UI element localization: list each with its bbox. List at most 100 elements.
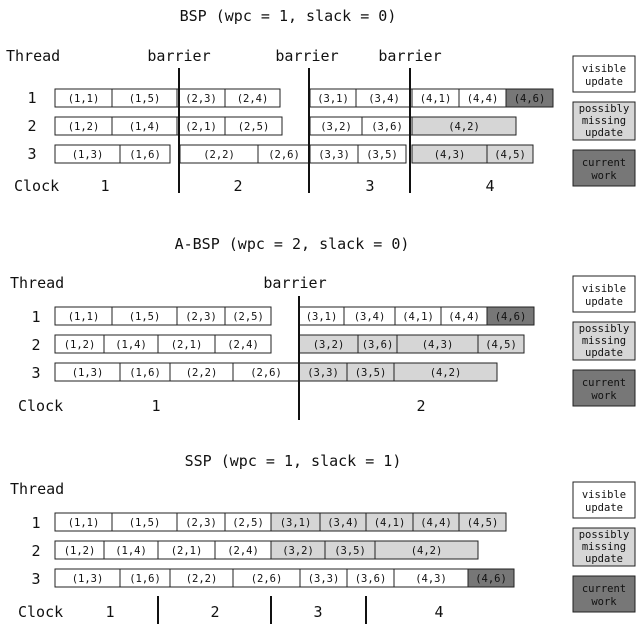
work-cell-label: (2,6) [268,149,300,161]
legend-visible-swatch [572,55,636,93]
legend-visible-swatch [572,275,636,313]
panel-title: SSP (wpc = 1, slack = 1) [185,452,402,470]
clock-value: 2 [233,177,242,195]
work-cell-missing [411,116,517,136]
work-cell-label: (4,1) [402,311,434,323]
work-cell-label: (1,1) [68,311,100,323]
legend-missing-text: possibly [579,323,630,335]
clock-value: 1 [100,177,109,195]
barrier-label: barrier [263,274,326,292]
work-cell-label: (1,4) [129,121,161,133]
legend: visible update possibly missing update c… [572,55,636,187]
work-cell-label: (1,1) [68,517,100,529]
work-cell-label: (4,4) [420,517,452,529]
work-cell-label: (4,4) [448,311,480,323]
legend: visible update possibly missing update c… [572,275,636,407]
work-cell-label: (1,6) [129,149,161,161]
work-cell-label: (4,6) [475,573,507,585]
thread-number: 3 [31,364,40,382]
work-cell-label: (3,3) [308,573,340,585]
work-cell-label: (2,4) [227,545,259,557]
work-cell-label: (2,3) [185,93,217,105]
work-cell-label: (4,2) [448,121,480,133]
thread-header: Thread [6,47,60,65]
panel-absp: A-BSP (wpc = 2, slack = 0) Thread barrie… [10,235,636,420]
work-cell-label: (1,1) [68,93,100,105]
work-cell-label: (4,3) [434,149,466,161]
legend-missing-text: update [585,553,623,565]
thread-number: 1 [27,89,36,107]
work-cell-label: (3,5) [334,545,366,557]
work-cell-label: (2,1) [171,339,203,351]
thread-number: 2 [31,336,40,354]
work-cell-label: (2,5) [238,121,270,133]
work-cell-label: (1,4) [115,339,147,351]
work-cell-label: (3,4) [354,311,386,323]
work-cell-label: (3,1) [317,93,349,105]
legend-current-text: work [591,596,617,608]
work-cell-label: (1,5) [129,311,161,323]
work-cell-label: (4,4) [467,93,499,105]
clock-label: Clock [18,603,63,621]
work-cell-label: (4,2) [411,545,443,557]
work-cell-label: (3,6) [355,573,387,585]
work-cell-label: (3,1) [280,517,312,529]
legend-current-text: work [591,390,617,402]
thread-rows: (1,1)(1,5)(2,3)(2,5)(3,1)(3,4)(4,1)(4,4)… [54,512,515,588]
work-cell-label: (3,3) [318,149,350,161]
work-cell-label: (4,6) [495,311,527,323]
clock-value: 4 [485,177,494,195]
work-cell-label: (4,1) [374,517,406,529]
work-cell-visible [224,116,283,136]
work-cell-label: (1,3) [72,573,104,585]
thread-header: Thread [10,274,64,292]
work-cell-label: (3,6) [371,121,403,133]
work-cell-label: (2,3) [185,517,217,529]
work-cell-label: (3,1) [306,311,338,323]
work-cell-label: (2,6) [251,573,283,585]
legend-current-text: current [582,583,626,595]
work-cell-missing [393,362,498,382]
work-cell-label: (3,2) [282,545,314,557]
thread-number: 2 [27,117,36,135]
work-cell-label: (1,2) [64,545,96,557]
work-cell-label: (1,3) [72,149,104,161]
legend-missing-text: possibly [579,529,630,541]
work-cell-label: (4,5) [485,339,517,351]
work-cell-label: (1,5) [129,517,161,529]
work-cell-label: (4,6) [514,93,546,105]
work-cell-current [505,88,554,108]
work-cell-label: (1,6) [129,367,161,379]
work-cell-missing [486,144,534,164]
panel-title: BSP (wpc = 1, slack = 0) [180,7,397,25]
work-cell-label: (4,1) [420,93,452,105]
legend-missing-swatch [572,321,636,361]
work-cell-label: (1,5) [129,93,161,105]
legend-visible-text: visible [582,283,626,295]
barrier-label: barrier [147,47,210,65]
legend-current-text: work [591,170,617,182]
work-cell-label: (2,6) [250,367,282,379]
legend-current-swatch [572,149,636,187]
thread-rows: (1,1)(1,5)(2,3)(2,4)(3,1)(3,4)(4,1)(4,4)… [54,88,554,164]
panel-bsp: BSP (wpc = 1, slack = 0) Thread barrier … [6,7,636,195]
work-cell-label: (2,2) [203,149,235,161]
work-cell-label: (3,2) [313,339,345,351]
work-cell-label: (1,2) [64,339,96,351]
legend-missing-text: missing [582,541,626,553]
work-cell-label: (4,3) [422,339,454,351]
legend-missing-swatch [572,527,636,567]
work-cell-label: (2,1) [171,545,203,557]
legend-visible-text: update [585,76,623,88]
work-cell-label: (3,6) [362,339,394,351]
work-cell-visible [224,88,281,108]
legend-visible-text: visible [582,63,626,75]
legend-missing-swatch [572,101,636,141]
work-cell-label: (1,6) [129,573,161,585]
legend-visible-text: update [585,296,623,308]
work-cell-label: (1,2) [68,121,100,133]
barrier-label: barrier [275,47,338,65]
thread-number: 1 [31,308,40,326]
work-cell-label: (4,2) [430,367,462,379]
clock-label: Clock [18,397,63,415]
